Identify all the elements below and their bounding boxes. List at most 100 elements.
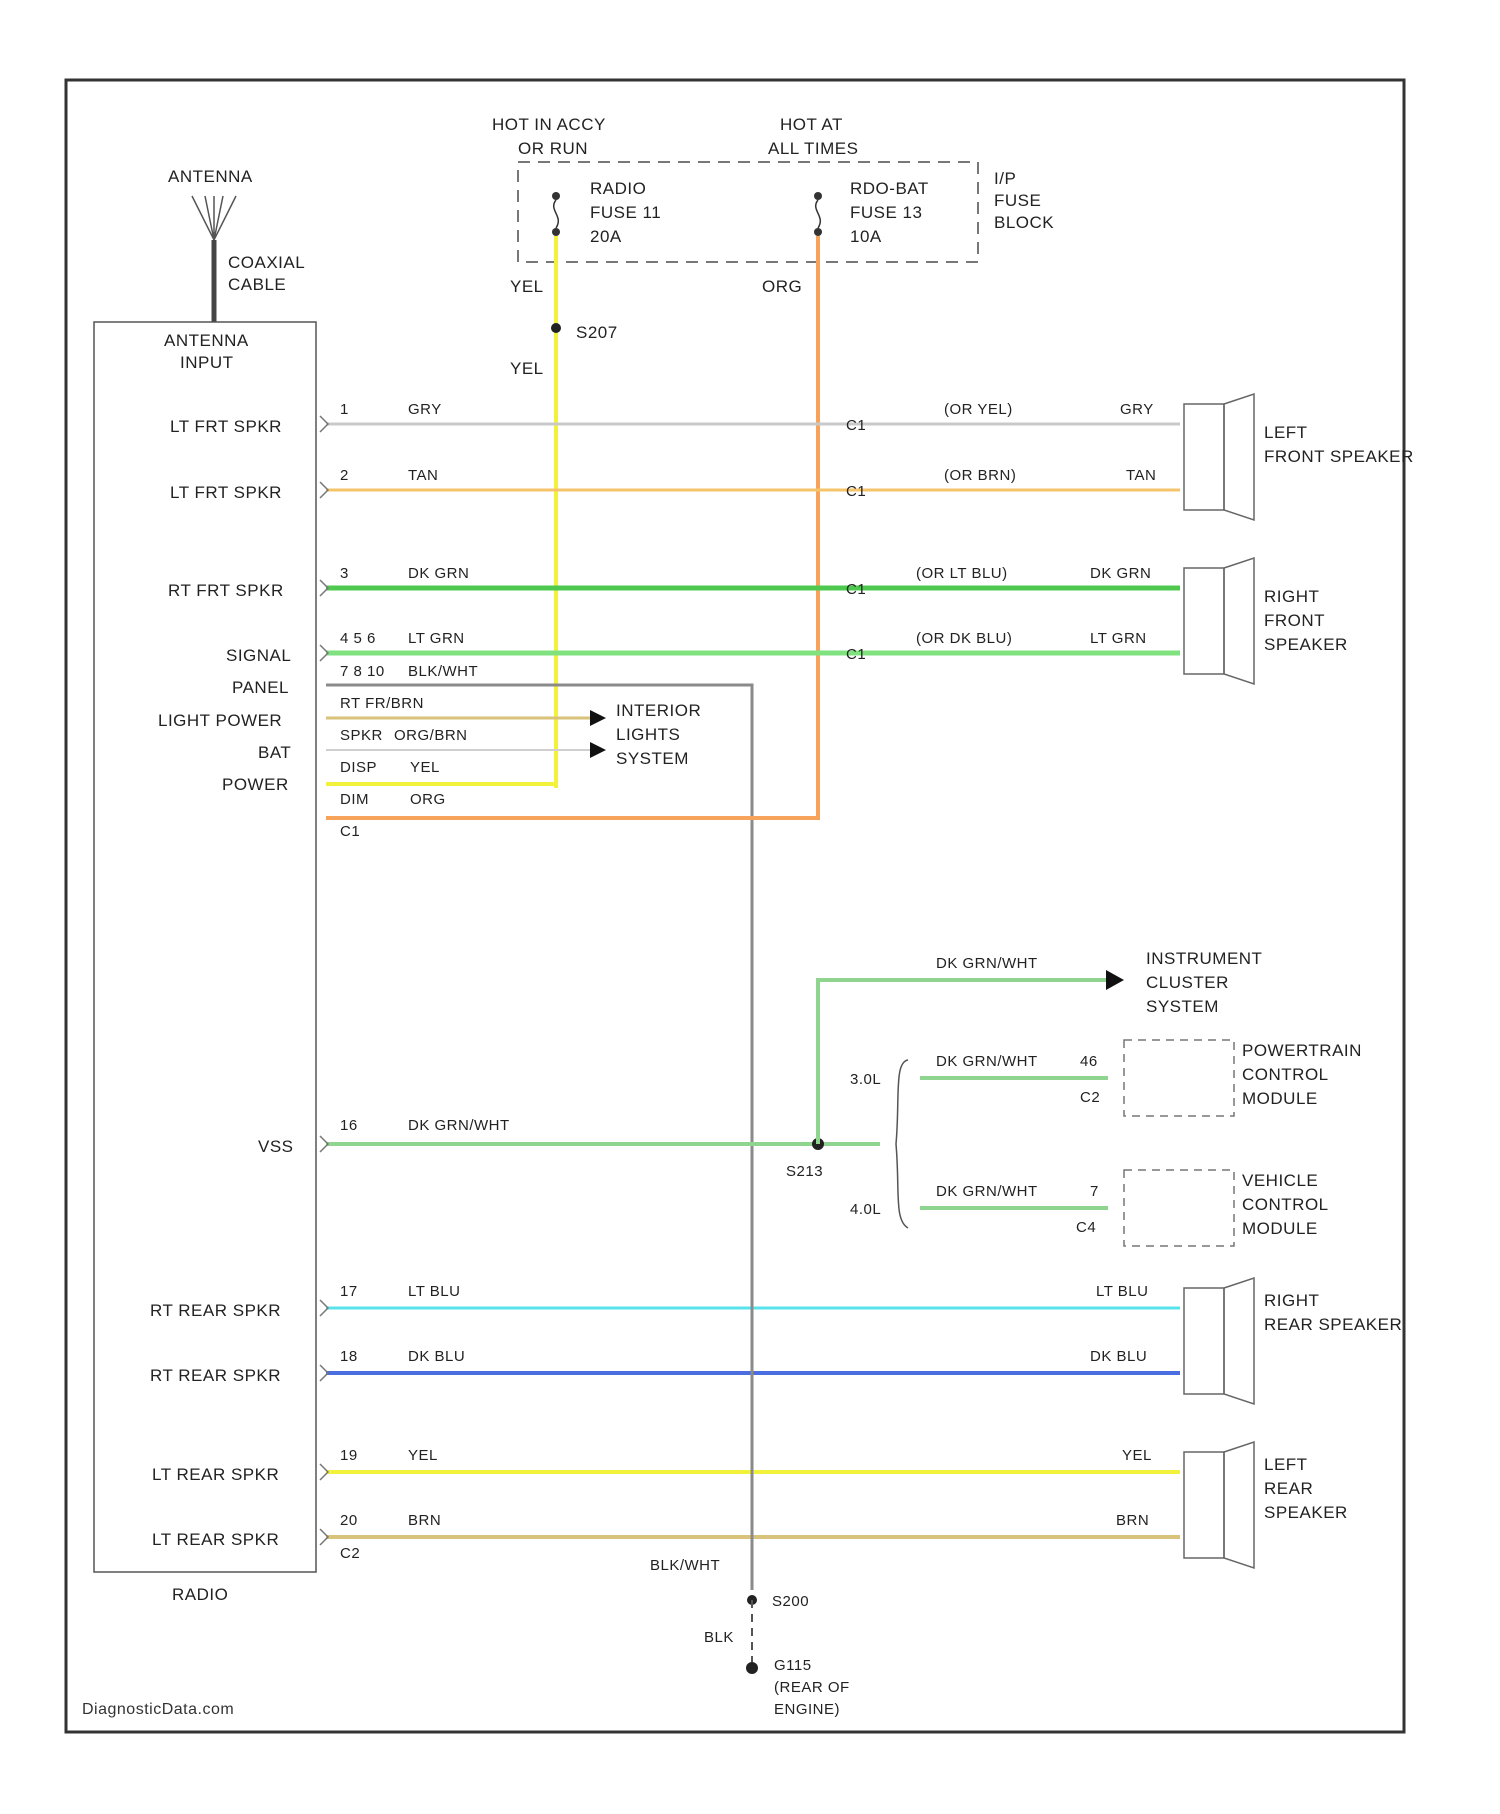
inline-connector-c1: C1 bbox=[846, 483, 866, 500]
ground-wire-label: BLK/WHT bbox=[650, 1557, 720, 1574]
splice-s200-label: S200 bbox=[772, 1593, 809, 1610]
hot-always-label: HOT AT bbox=[780, 115, 843, 134]
arrow-icon bbox=[590, 742, 606, 758]
interior-lights-label-2: LIGHTS bbox=[616, 725, 680, 744]
speaker-cone bbox=[1224, 394, 1254, 520]
pin-label-panel: PANEL bbox=[232, 678, 289, 697]
pin-num-1: 1 bbox=[340, 401, 349, 418]
wire-color: TAN bbox=[1126, 467, 1156, 484]
radio-side-labels: 1 GRY 2 TAN 3 DK GRN 4 5 6 LT GRN 7 8 10… bbox=[340, 401, 510, 1562]
vcm-engine-label: 4.0L bbox=[850, 1201, 881, 1218]
instrument-cluster-label-2: CLUSTER bbox=[1146, 973, 1229, 992]
fuse-radio-label-3: 20A bbox=[590, 227, 622, 246]
speaker-icon bbox=[1184, 404, 1224, 510]
speaker-label-2: FRONT SPEAKER bbox=[1264, 447, 1414, 466]
speaker-label: LEFT bbox=[1264, 1455, 1308, 1474]
pin-num-17: 17 bbox=[340, 1283, 358, 1300]
pin-color-18: DK BLU bbox=[408, 1348, 465, 1365]
ground-point-label-2: (REAR OF bbox=[774, 1679, 850, 1696]
pin-color-bat: ORG/BRN bbox=[394, 727, 468, 744]
pin-color-power: YEL bbox=[410, 759, 440, 776]
pin-color-2: TAN bbox=[408, 467, 438, 484]
ground-circuit: BLK/WHT S200 BLK G115 (REAR OF ENGINE) bbox=[650, 1557, 850, 1718]
pin-label-signal: SIGNAL bbox=[226, 646, 291, 665]
pin-color-20: BRN bbox=[408, 1512, 441, 1529]
left-front-speaker: LEFT FRONT SPEAKER (OR YEL) GRY (OR BRN)… bbox=[944, 394, 1414, 520]
speaker-label-3: SPEAKER bbox=[1264, 1503, 1348, 1522]
coaxial-cable-label: COAXIAL bbox=[228, 253, 305, 272]
vss-circuit: S213 DK GRN/WHT INSTRUMENT CLUSTER SYSTE… bbox=[326, 949, 1362, 1246]
fuse-rdo-bat-bottom-terminal bbox=[814, 228, 822, 236]
wire-color: DK BLU bbox=[1090, 1348, 1147, 1365]
speaker-cone bbox=[1224, 1278, 1254, 1404]
wire-color: GRY bbox=[1120, 401, 1154, 418]
fuse-block-label-2: FUSE bbox=[994, 191, 1041, 210]
inline-connector-c1: C1 bbox=[846, 646, 866, 663]
inline-connector-c1: C1 bbox=[846, 581, 866, 598]
pin-label-bat: BAT bbox=[258, 743, 291, 762]
label-disp: DISP bbox=[340, 759, 377, 776]
pin-color-light-power: RT FR/BRN bbox=[340, 695, 424, 712]
fuse-block-label-3: BLOCK bbox=[994, 213, 1054, 232]
pin-num-7810: 7 8 10 bbox=[340, 663, 385, 680]
interior-lights-label-3: SYSTEM bbox=[616, 749, 689, 768]
fuse-radio-label: RADIO bbox=[590, 179, 646, 198]
pcm-label-2: CONTROL bbox=[1242, 1065, 1329, 1084]
wire-label-yel-fuse: YEL bbox=[510, 277, 544, 296]
fuse-block-label: I/P bbox=[994, 169, 1016, 188]
pin-label-lt-frt-1: LT FRT SPKR bbox=[170, 417, 282, 436]
wire-alt-color: (OR BRN) bbox=[944, 467, 1016, 484]
pin-label-light-power: LIGHT POWER bbox=[158, 711, 282, 730]
arrow-icon bbox=[590, 710, 606, 726]
right-front-speaker: RIGHT FRONT SPEAKER (OR LT BLU) DK GRN (… bbox=[916, 558, 1348, 684]
pin-color-1: GRY bbox=[408, 401, 442, 418]
vcm-conn: C4 bbox=[1076, 1219, 1096, 1236]
hot-accy-label: HOT IN ACCY bbox=[492, 115, 606, 134]
radio-terminals bbox=[320, 416, 328, 1545]
ground-point-icon bbox=[746, 1662, 758, 1674]
fuse-rdo-bat-label-3: 10A bbox=[850, 227, 882, 246]
pin-label-lt-frt-2: LT FRT SPKR bbox=[170, 483, 282, 502]
antenna-input-label: ANTENNA bbox=[164, 331, 249, 350]
fuse-rdo-bat-label-2: FUSE 13 bbox=[850, 203, 922, 222]
hot-always-label-2: ALL TIMES bbox=[768, 139, 858, 158]
antenna-icon bbox=[192, 196, 236, 240]
radio-module: ANTENNA INPUT RADIO LT FRT SPKR LT FRT S… bbox=[94, 322, 316, 1604]
label-spkr: SPKR bbox=[340, 727, 383, 744]
inline-connectors: C1 C1 C1 C1 bbox=[846, 417, 866, 663]
speaker-cone bbox=[1224, 1442, 1254, 1568]
vcm-label: VEHICLE bbox=[1242, 1171, 1318, 1190]
fuse-radio-top-terminal bbox=[552, 192, 560, 200]
pcm-pin: 46 bbox=[1080, 1053, 1098, 1070]
pin-label-vss: VSS bbox=[258, 1137, 294, 1156]
speaker-icon bbox=[1184, 568, 1224, 674]
pin-num-3: 3 bbox=[340, 565, 349, 582]
speaker-label: LEFT bbox=[1264, 423, 1308, 442]
pin-color-power2: ORG bbox=[410, 791, 446, 808]
speaker-label-2: REAR bbox=[1264, 1479, 1313, 1498]
ground-point-label: G115 bbox=[774, 1657, 812, 1674]
coaxial-cable-label-2: CABLE bbox=[228, 275, 286, 294]
pin-label-lt-rear-20: LT REAR SPKR bbox=[152, 1530, 279, 1549]
fuse-rdo-bat-label: RDO-BAT bbox=[850, 179, 929, 198]
pin-num-2: 2 bbox=[340, 467, 349, 484]
pcm-label-3: MODULE bbox=[1242, 1089, 1318, 1108]
connector-c1-label: C1 bbox=[340, 823, 360, 840]
label-dim: DIM bbox=[340, 791, 369, 808]
wire-color: YEL bbox=[1122, 1447, 1152, 1464]
splice-s213-label: S213 bbox=[786, 1163, 823, 1180]
pcm-wire-label: DK GRN/WHT bbox=[936, 1053, 1038, 1070]
wire-label-org-fuse: ORG bbox=[762, 277, 802, 296]
wire-alt-color: (OR LT BLU) bbox=[916, 565, 1008, 582]
antenna-label: ANTENNA bbox=[168, 167, 253, 186]
vcm-label-2: CONTROL bbox=[1242, 1195, 1329, 1214]
pin-num-19: 19 bbox=[340, 1447, 358, 1464]
pin-color-19: YEL bbox=[408, 1447, 438, 1464]
fuse-radio-icon bbox=[554, 200, 559, 228]
vcm-wire-label: DK GRN/WHT bbox=[936, 1183, 1038, 1200]
speaker-label: RIGHT bbox=[1264, 1291, 1319, 1310]
pin-num-456: 4 5 6 bbox=[340, 630, 376, 647]
instrument-cluster-label-3: SYSTEM bbox=[1146, 997, 1219, 1016]
radio-label: RADIO bbox=[172, 1585, 228, 1604]
